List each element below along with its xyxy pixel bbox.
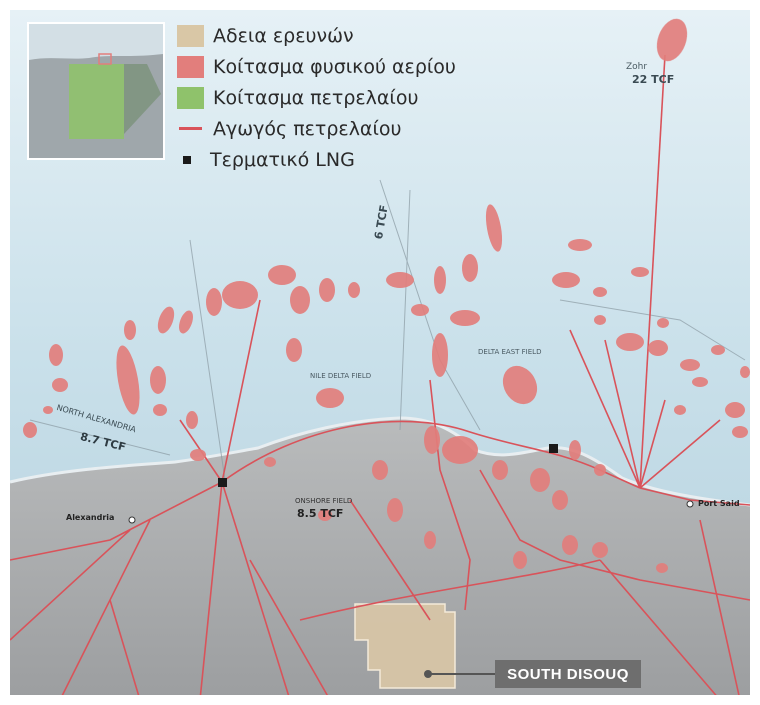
- legend-item-exploration: Αδεια ερευνών: [177, 20, 456, 51]
- legend-item-oil-field: Κοίτασμα πετρελαίου: [177, 82, 456, 113]
- delta-east-field-label: DELTA EAST FIELD: [478, 348, 542, 356]
- map-legend: Αδεια ερευνών Κοίτασμα φυσικού αερίου Κο…: [177, 20, 456, 175]
- onshore-tcf-label: 8.5 TCF: [297, 507, 344, 520]
- pipelines: [9, 54, 751, 701]
- legend-label: Αγωγός πετρελαίου: [213, 117, 402, 140]
- legend-label: Κοίτασμα φυσικού αερίου: [213, 55, 456, 78]
- legend-item-lng: Τερματικό LNG: [177, 144, 456, 175]
- south-disouq-label: SOUTH DISOUQ: [495, 660, 641, 688]
- legend-label: Αδεια ερευνών: [213, 24, 354, 47]
- alexandria-dot: [128, 516, 136, 524]
- onshore-field-label: ONSHORE FIELD: [295, 497, 353, 505]
- lng-terminal-icon: [549, 444, 558, 453]
- pipeline-icon: [179, 127, 202, 130]
- land-area: [10, 418, 750, 700]
- lng-terminal-icon: [183, 155, 191, 164]
- legend-label: Κοίτασμα πετρελαίου: [213, 86, 419, 109]
- gas-fields: [23, 18, 750, 573]
- legend-item-gas-field: Κοίτασμα φυσικού αερίου: [177, 51, 456, 82]
- port-said-label: Port Said: [698, 499, 740, 508]
- coastline: [9, 416, 751, 507]
- gas-field-swatch-icon: [177, 55, 204, 78]
- nile-field-label: NILE DELTA FIELD: [310, 372, 372, 380]
- lng-terminal-icon: [218, 478, 227, 487]
- legend-item-pipeline: Αγωγός πετρελαίου: [177, 113, 456, 144]
- exploration-swatch-icon: [177, 24, 204, 47]
- alexandria-label: Alexandria: [66, 513, 115, 522]
- port-said-dot: [686, 500, 694, 508]
- legend-label: Τερματικό LNG: [210, 148, 355, 171]
- oil-field-swatch-icon: [177, 86, 204, 109]
- south-disouq-connector: [428, 673, 495, 675]
- south-disouq-concession: [354, 603, 456, 689]
- inset-locator-map: [27, 22, 165, 160]
- zohr-label: Zohr: [626, 62, 648, 72]
- block-boundaries: [29, 179, 746, 481]
- zohr-tcf-label: 22 TCF: [632, 73, 675, 86]
